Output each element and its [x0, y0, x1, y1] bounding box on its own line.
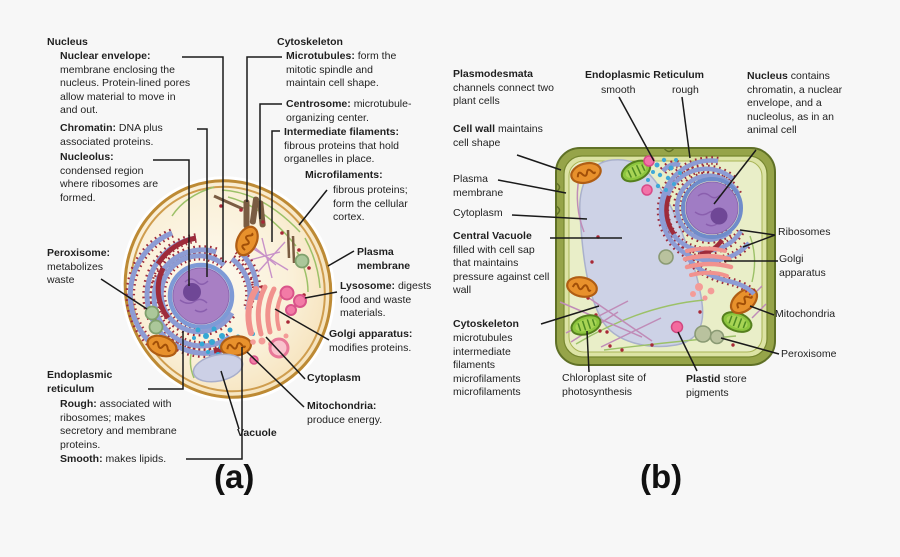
label-ribosomes: Ribosomes	[778, 226, 831, 238]
nucleus-graphic	[167, 262, 235, 330]
pink-vesicles-graphic	[641, 155, 655, 196]
label-endoplasmic-reticulum-b: Endoplasmic Reticulum	[585, 69, 705, 81]
label-cell-wall: Cell wall maintains cell shape	[453, 123, 543, 149]
chloroplasts-graphic	[570, 159, 753, 336]
label-cytoskeleton-a: Cytoskeleton	[277, 36, 343, 48]
central-vacuole-graphic	[579, 158, 704, 348]
panel-a-caption: (a)	[214, 458, 255, 495]
label-cytoskeleton-b-desc: microtubules intermediate filaments micr…	[453, 332, 521, 398]
label-centrosome: Centrosome: microtubule-organizing cente…	[286, 98, 412, 124]
label-golgi-b: Golgi apparatus	[779, 253, 826, 279]
label-lysosome: Lysosome: digests food and waste materia…	[340, 280, 432, 319]
label-plasma-membrane-b: Plasma membrane	[453, 173, 504, 199]
plant-cell-illustration	[497, 96, 780, 373]
connector-lines-b	[497, 96, 780, 373]
label-chromatin: Chromatin: DNA plus associated proteins.	[60, 122, 163, 148]
label-mitochondria-b: Mitochondria	[775, 308, 836, 320]
label-mitochondria-a: Mitochondria: produce energy.	[307, 400, 383, 426]
animal-cell-illustration	[100, 56, 355, 460]
label-nuclear-envelope: Nuclear envelope: membrane enclosing the…	[60, 50, 191, 116]
label-rough-er: Rough: associated with ribosomes; makes …	[60, 398, 177, 451]
nucleolus-b-graphic	[710, 207, 728, 225]
label-cytoplasm-a: Cytoplasm	[307, 372, 361, 384]
label-smooth-er: Smooth: makes lipids.	[60, 453, 167, 465]
label-golgi-a: Golgi apparatus: modifies proteins.	[329, 328, 413, 354]
label-er-smooth: smooth	[601, 84, 636, 96]
label-plastid: Plastid store pigments	[686, 373, 747, 399]
label-cytoplasm-b: Cytoplasm	[453, 207, 503, 219]
label-central-vacuole: Central Vacuole filled with cell sap tha…	[453, 230, 550, 296]
nucleolus-graphic	[183, 283, 201, 301]
label-microfilaments-desc: fibrous proteins; form the cellular cort…	[333, 184, 408, 223]
label-microtubules: Microtubules: form the mitotic spindle a…	[286, 50, 397, 89]
centrosome-graphic	[213, 194, 296, 264]
lysosomes-graphic	[249, 285, 307, 365]
mitochondria-b-graphic	[566, 161, 759, 315]
label-peroxisome-a: Peroxisome: metabolizes waste	[47, 247, 111, 286]
label-nucleus-a: Nucleus	[47, 36, 88, 48]
golgi-b-graphic	[682, 246, 734, 301]
peroxisomes-b-graphic	[658, 249, 725, 345]
label-nucleolus: Nucleolus: condensed region where riboso…	[60, 151, 159, 204]
peroxisomes-a-graphic	[144, 253, 310, 335]
label-vacuole-a: Vacuole	[237, 427, 277, 439]
panel-b-caption: (b)	[640, 458, 683, 495]
label-er-rough: rough	[672, 84, 699, 96]
label-endoplasmic-reticulum-a: Endoplasmic reticulum	[47, 369, 113, 395]
label-microfilaments-term: Microfilaments:	[305, 169, 383, 181]
connector-lines-a	[100, 56, 355, 460]
label-cytoskeleton-b-term: Cytoskeleton	[453, 318, 519, 330]
label-nucleus-b: Nucleus contains chromatin, a nuclear en…	[747, 70, 843, 136]
nucleus-b-graphic	[681, 177, 743, 239]
label-plasma-membrane-a: Plasma membrane	[357, 246, 411, 272]
golgi-a-graphic	[245, 284, 289, 347]
mitochondria-a-graphic	[146, 225, 259, 358]
label-chloroplast: Chloroplast site of photosynthesis	[562, 372, 647, 398]
label-intermediate-filaments: Intermediate filaments: fibrous proteins…	[284, 126, 399, 165]
label-plasmodesmata: Plasmodesmata channels connect two plant…	[453, 68, 554, 107]
label-peroxisome-b: Peroxisome	[781, 348, 837, 360]
plastid-graphic	[670, 320, 684, 334]
